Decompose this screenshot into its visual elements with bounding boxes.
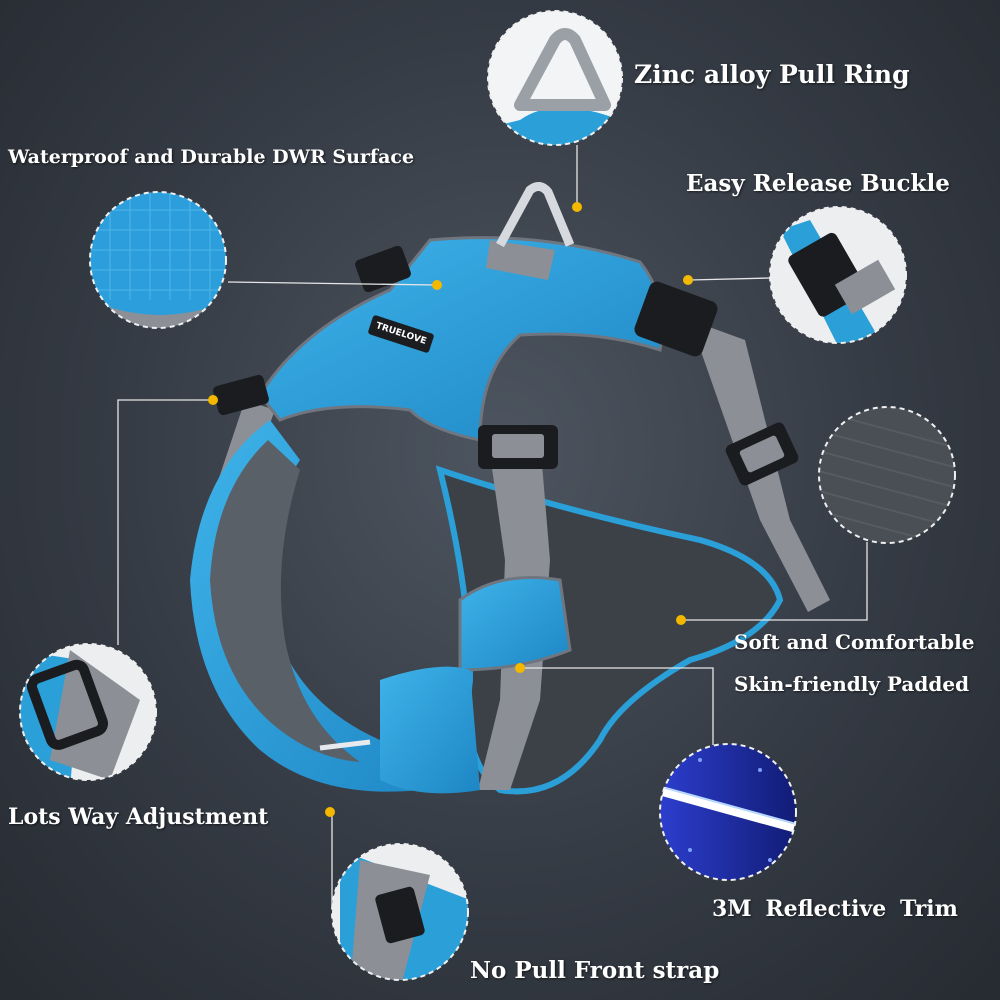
pointer-dot-buckle	[683, 275, 693, 285]
detail-circle-dwr	[89, 191, 227, 329]
harness	[190, 182, 830, 795]
front-chest-piece	[458, 576, 572, 672]
callout-lines	[117, 145, 868, 906]
feature-label-padded-line2: Skin-friendly Padded	[734, 672, 970, 696]
feature-label-adjustment: Lots Way Adjustment	[8, 804, 269, 830]
detail-circle-buckle	[769, 206, 907, 344]
pointer-dot-front	[515, 663, 525, 673]
pointer-dot-reflective	[325, 807, 335, 817]
detail-circle-pull-ring	[487, 10, 623, 146]
detail-circle-reflective	[659, 743, 797, 881]
handle-strap	[486, 240, 555, 280]
reflective-stripe	[319, 739, 371, 751]
detail-circle-adjust	[19, 643, 157, 781]
chest-ring-padding	[210, 440, 360, 762]
pull-ring-closeup	[514, 28, 611, 111]
detail-circle-front	[331, 843, 469, 981]
feature-label-buckle: Easy Release Buckle	[686, 170, 950, 197]
feature-label-reflective: 3M Reflective Trim	[712, 896, 958, 922]
pointer-dot-padded	[676, 615, 686, 625]
side-release-buckle	[634, 281, 718, 357]
back-panel	[258, 236, 664, 442]
feature-label-dwr: Waterproof and Durable DWR Surface	[8, 146, 415, 168]
pull-ring	[496, 182, 575, 248]
left-buckle	[213, 374, 269, 416]
lower-band	[380, 666, 480, 794]
feature-label-padded-line1: Soft and Comfortable	[734, 630, 975, 654]
detail-circle-padded	[818, 406, 956, 544]
top-left-buckle	[355, 245, 411, 293]
pointer-dot-dwr	[432, 280, 442, 290]
feature-label-front-strap: No Pull Front strap	[470, 957, 720, 984]
pointer-dot-adjust	[208, 395, 218, 405]
feature-label-pull-ring: Zinc alloy Pull Ring	[634, 60, 910, 89]
pointer-dot-pull-ring	[572, 202, 582, 212]
pointer-dots	[208, 202, 693, 817]
